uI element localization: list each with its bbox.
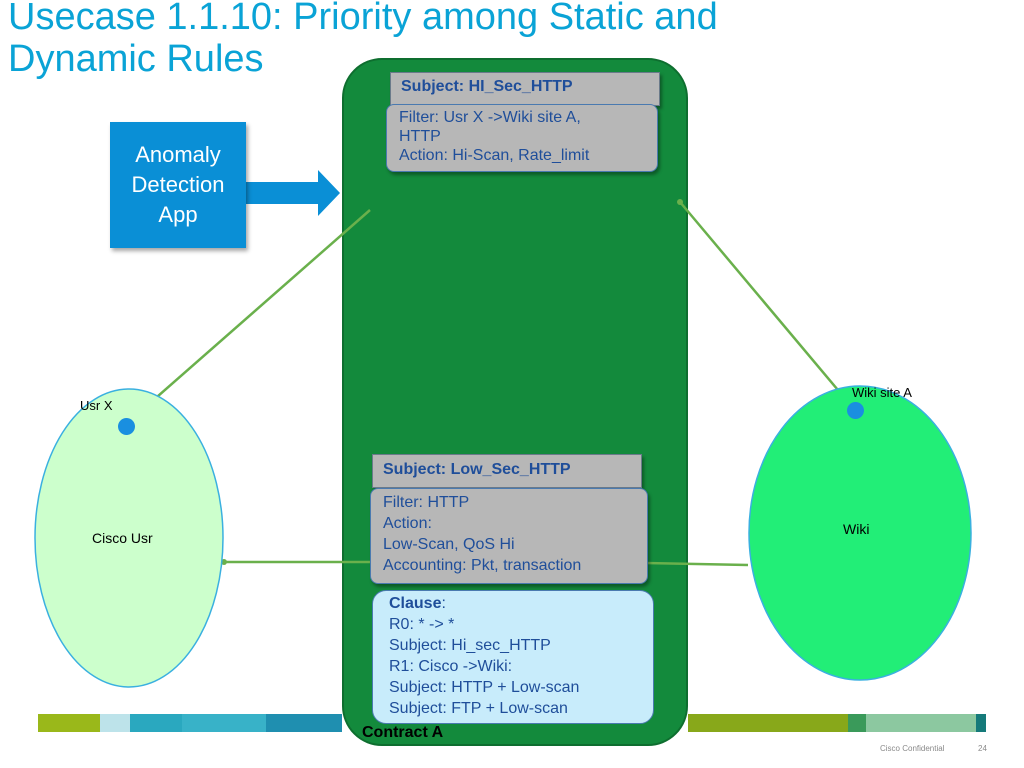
wiki-site-a-endpoint-dot [847, 402, 864, 419]
stripe-seg [866, 714, 976, 732]
stripe-seg [848, 714, 866, 732]
stripe-seg [38, 714, 100, 732]
stripe-seg [182, 714, 266, 732]
anomaly-line2: Detection [131, 172, 225, 197]
wiki-ellipse [748, 385, 972, 681]
footer-confidential: Cisco Confidential [880, 744, 945, 753]
clause-line: Subject: Hi_sec_HTTP [389, 637, 551, 654]
clause-box: Clause: R0: * -> * Subject: Hi_sec_HTTP … [372, 590, 654, 724]
clause-heading-row: Clause: [389, 593, 637, 614]
anomaly-line1: Anomaly [135, 142, 221, 167]
cisco-usr-label: Cisco Usr [92, 530, 153, 546]
wiki-label: Wiki [843, 521, 870, 537]
cisco-usr-ellipse [34, 388, 224, 688]
slide-title-line1: Usecase 1.1.10: Priority among Static an… [8, 0, 718, 38]
hi-filter-line: Filter: Usr X ->Wiki site A, [399, 109, 581, 126]
subject-hi-filter-box: Filter: Usr X ->Wiki site A, HTTP Action… [386, 104, 658, 172]
wiki-to-contract-line [679, 201, 849, 403]
low-filter-line: Filter: HTTP [383, 494, 470, 511]
usr-x-endpoint-dot [118, 418, 135, 435]
clause-line: Subject: HTTP + Low-scan [389, 679, 580, 696]
low-action-detail-line: Low-Scan, QoS Hi [383, 536, 515, 553]
stripe-seg [130, 714, 182, 732]
hi-action-line: Action: Hi-Scan, Rate_limit [399, 147, 590, 164]
usr-to-contract-line [132, 209, 371, 419]
subject-low-filter-box: Filter: HTTP Action: Low-Scan, QoS Hi Ac… [370, 488, 648, 584]
hi-filter-line: HTTP [399, 128, 441, 145]
contract-a-label: Contract A [362, 724, 444, 741]
stripe-seg [100, 714, 130, 732]
stripe-seg [976, 714, 986, 732]
low-action-line: Action: [383, 515, 432, 532]
stripe-seg [688, 714, 848, 732]
slide-title: Usecase 1.1.10: Priority among Static an… [8, 0, 1008, 80]
contract-to-wiki-line [644, 561, 749, 567]
wiki-site-a-label: Wiki site A [852, 385, 912, 400]
stripe-seg [266, 714, 342, 732]
clause-line: Subject: FTP + Low-scan [389, 700, 568, 717]
slide-title-line2: Dynamic Rules [8, 38, 264, 80]
anomaly-detection-app-box: Anomaly Detection App [110, 122, 246, 248]
clause-line: R1: Cisco ->Wiki: [389, 658, 513, 675]
line-end-dot [677, 199, 683, 205]
arrow-right-icon [246, 170, 340, 216]
clause-line: R0: * -> * [389, 616, 455, 633]
low-accounting-line: Accounting: Pkt, transaction [383, 557, 582, 574]
footer-page-number: 24 [978, 744, 987, 753]
clause-heading: Clause [389, 595, 442, 612]
subject-hi-sec-http: Subject: HI_Sec_HTTP [390, 72, 660, 106]
usr-x-label: Usr X [80, 398, 113, 413]
clause-colon: : [441, 595, 446, 612]
anomaly-line3: App [158, 202, 198, 227]
subject-low-sec-http: Subject: Low_Sec_HTTP [372, 454, 642, 488]
